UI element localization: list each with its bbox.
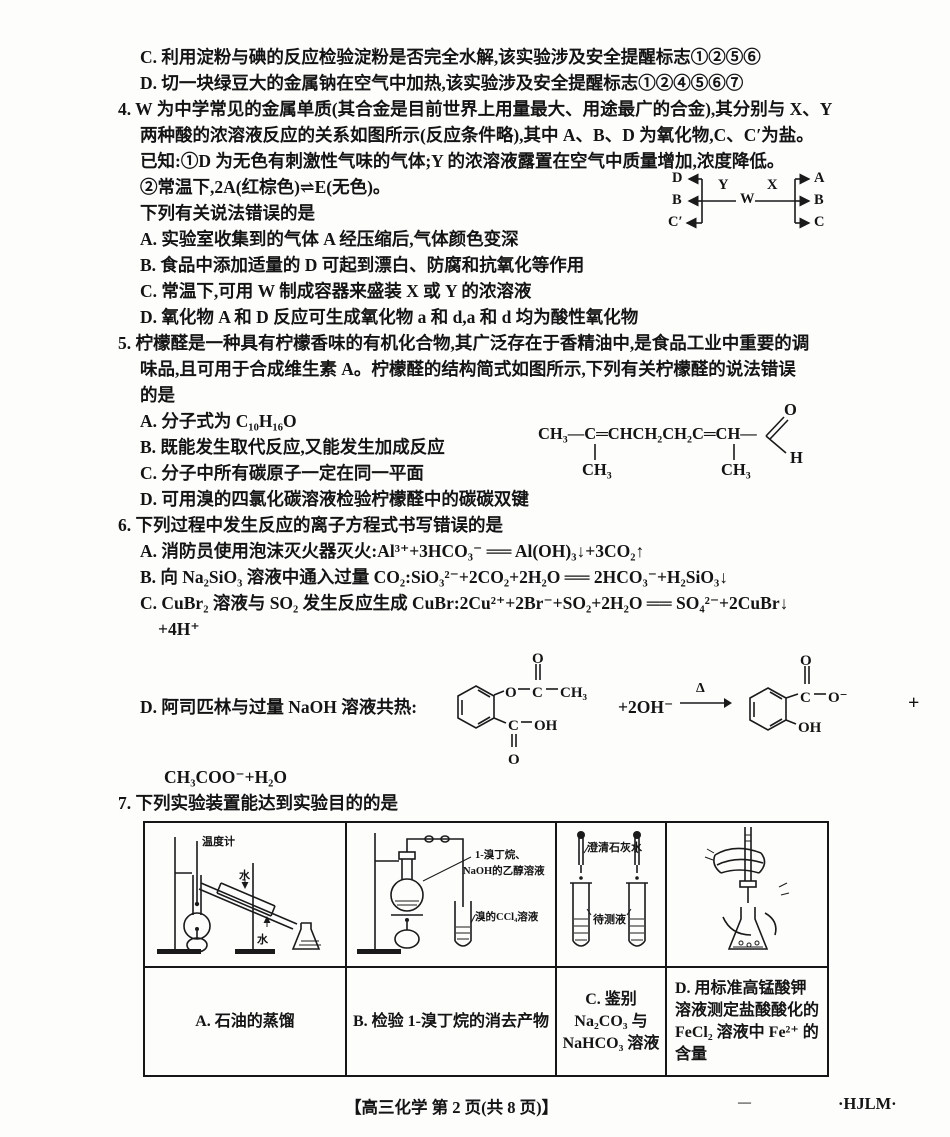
- distillation-apparatus-figure: 温度计 水 水: [145, 823, 345, 966]
- acid-oxygen-label: O: [508, 752, 520, 768]
- exam-body: C. 利用淀粉与碘的反应检验淀粉是否完全水解,该实验涉及安全提醒标志①②⑤⑥ D…: [118, 44, 919, 1077]
- q6-option-d-products: CH₃COO⁻+H₂O: [164, 767, 288, 787]
- q4-line-2: 两种酸的浓溶液反应的关系如图所示(反应条件略),其中 A、B、D 为氧化物,C、…: [140, 125, 814, 145]
- q6-option-c-cont: +4H⁺: [158, 619, 200, 639]
- prev-option-c: C. 利用淀粉与碘的反应检验淀粉是否完全水解,该实验涉及安全提醒标志①②⑤⑥: [140, 47, 761, 67]
- diagram-node-c-prime: C′: [668, 214, 683, 230]
- limewater-test-figure: 澄清石灰水 待测液: [557, 823, 665, 966]
- q4-option-a: A. 实验室收集到的气体 A 经压缩后,气体颜色变深: [140, 229, 519, 249]
- salicylate-structure: C O O⁻ OH: [738, 646, 888, 764]
- q4-option-b: B. 食品中添加适量的 D 可起到漂白、防腐和抗氧化等作用: [140, 255, 585, 275]
- caption-d: D. 用标准高锰酸钾溶液测定盐酸酸化的 FeCl₂ 溶液中 Fe²⁺ 的含量: [665, 966, 829, 1077]
- diagram-node-b-right: B: [814, 192, 824, 208]
- diagram-node-c: C: [814, 214, 825, 230]
- caption-c: C. 鉴别 Na₂CO₃ 与 NaHCO₃ 溶液: [555, 966, 667, 1077]
- limewater-label: 澄清石灰水: [587, 842, 642, 854]
- citral-methyl-1: CH₃: [582, 460, 612, 479]
- hydroxyl-label: OH: [534, 718, 558, 734]
- diagram-metal-w: W: [740, 191, 755, 207]
- diagram-node-a: A: [814, 170, 825, 186]
- q6-option-b: B. 向 Na₂SiO₃ 溶液中通入过量 CO₂:SiO₃²⁻+2CO₂+2H₂…: [140, 567, 728, 587]
- sample-label: 待测液: [593, 914, 626, 926]
- reaction-arrow: [680, 698, 732, 708]
- plus-sign: +: [908, 692, 920, 714]
- caption-a: A. 石油的蒸馏: [143, 966, 347, 1077]
- diagram-acid-x: X: [767, 177, 778, 193]
- acid-carbon-label: C: [508, 718, 519, 734]
- naoh-ethanol-label: NaOH的乙醇溶液: [463, 866, 545, 877]
- diagram-node-b-left: B: [672, 192, 682, 208]
- q6-option-c: C. CuBr₂ 溶液与 SO₂ 发生反应生成 CuBr:2Cu²⁺+2Br⁻+…: [140, 593, 789, 613]
- footer-code: ·HJLM·: [838, 1094, 897, 1113]
- q4-line-5: 下列有关说法错误的是: [140, 203, 315, 223]
- ester-oxygen-label: O: [505, 685, 517, 701]
- bromine-ccl4-label: 溴的CCl₄溶液: [475, 912, 539, 923]
- citral-structure: CH₃—C═CHCH₂CH₂C═CH— O H CH₃ CH₃: [538, 400, 868, 496]
- carbonyl-oxygen-label: O: [532, 651, 544, 667]
- carboxylate-carbon-label: C: [800, 690, 811, 706]
- limewater-drawing: [570, 831, 648, 947]
- thermometer-label: 温度计: [202, 836, 235, 848]
- water-in-label: 水: [239, 870, 250, 882]
- salicylate-bonds: [749, 666, 826, 731]
- q4-line-1: 4. W 为中学常见的金属单质(其合金是目前世界上用量最大、用途最广的合金),其…: [118, 99, 833, 119]
- prev-option-d: D. 切一块绿豆大的金属钠在空气中加热,该实验涉及安全提醒标志①②④⑤⑥⑦: [140, 73, 744, 93]
- diagram-acid-y: Y: [718, 177, 729, 193]
- q5-option-a: A. 分子式为 C₁₀H₁₆O: [140, 411, 297, 431]
- q4-line-3: 已知:①D 为无色有刺激性气味的气体;Y 的浓溶液露置在空气中质量增加,浓度降低…: [140, 151, 785, 171]
- aspirin-structure: O C O CH₃ C OH O: [448, 646, 613, 768]
- q6-option-d-label: D. 阿司匹林与过量 NaOH 溶液共热:: [140, 697, 418, 717]
- footer-page-info: 【高三化学 第 2 页(共 8 页)】: [345, 1098, 559, 1117]
- q6-option-d-row: D. 阿司匹林与过量 NaOH 溶液共热:: [118, 646, 919, 768]
- distillation-drawing: [157, 837, 321, 954]
- w-diagram-lines: [685, 173, 811, 229]
- q4-option-d: D. 氧化物 A 和 D 反应可生成氧化物 a 和 d,a 和 d 均为酸性氧化…: [140, 307, 639, 327]
- titration-drawing: [704, 827, 790, 950]
- citral-methyl-2: CH₃: [721, 460, 751, 479]
- elimination-drawing: [357, 833, 476, 954]
- methyl-label: CH₃: [560, 685, 587, 701]
- q5-line-2: 味品,且可用于合成维生素 A。柠檬醛的结构简式如图所示,下列有关柠檬醛的说法错误: [140, 359, 796, 379]
- q6-title: 6. 下列过程中发生反应的离子方程式书写错误的是: [118, 515, 503, 535]
- q5-option-b: B. 既能发生取代反应,又能发生加成反应: [140, 437, 445, 457]
- bromobutane-label: 1-溴丁烷、: [475, 850, 526, 861]
- q5-line-3: 的是: [140, 385, 175, 405]
- q4-option-c: C. 常温下,可用 W 制成容器来盛装 X 或 Y 的浓溶液: [140, 281, 532, 301]
- diagram-node-d: D: [672, 170, 683, 186]
- q7-title: 7. 下列实验装置能达到实验目的的是: [118, 793, 398, 813]
- titration-figure: [667, 823, 827, 966]
- citral-aldehyde-o: O: [784, 400, 797, 419]
- q5-option-c: C. 分子中所有碳原子一定在同一平面: [140, 463, 424, 483]
- water-out-label: 水: [257, 934, 268, 946]
- experiment-table: 温度计 水 水: [143, 821, 829, 1077]
- q4-line-4: ②常温下,2A(红棕色)⇌E(无色)。: [140, 177, 391, 197]
- footer-dash: —: [738, 1094, 751, 1109]
- citral-bonds: [594, 416, 789, 460]
- elimination-apparatus-figure: 1-溴丁烷、 NaOH的乙醇溶液 溴的CCl₄溶液: [347, 823, 555, 966]
- q6-option-a: A. 消防员使用泡沫灭火器灭火:Al³⁺+3HCO₃⁻ ══ Al(OH)₃↓+…: [140, 541, 645, 561]
- phenol-oh-label: OH: [798, 720, 822, 736]
- q5-option-d: D. 可用溴的四氯化碳溶液检验柠檬醛中的碳碳双键: [140, 489, 529, 509]
- carboxylate-oxygen-label: O: [800, 653, 812, 669]
- plus-2oh-term: +2OH⁻: [618, 697, 674, 717]
- citral-main-chain: CH₃—C═CHCH₂CH₂C═CH—: [538, 424, 757, 443]
- q5-line-1: 5. 柠檬醛是一种具有柠檬香味的有机化合物,其广泛存在于香精油中,是食品工业中重…: [118, 333, 810, 353]
- delta-symbol: Δ: [696, 681, 705, 696]
- o-minus-label: O⁻: [828, 690, 848, 706]
- w-reaction-diagram: D B C′ Y W X A B C: [662, 170, 838, 238]
- caption-b: B. 检验 1-溴丁烷的消去产物: [345, 966, 557, 1077]
- ester-carbon-label: C: [532, 685, 543, 701]
- aspirin-bonds: [457, 664, 558, 747]
- citral-aldehyde-h: H: [790, 448, 803, 467]
